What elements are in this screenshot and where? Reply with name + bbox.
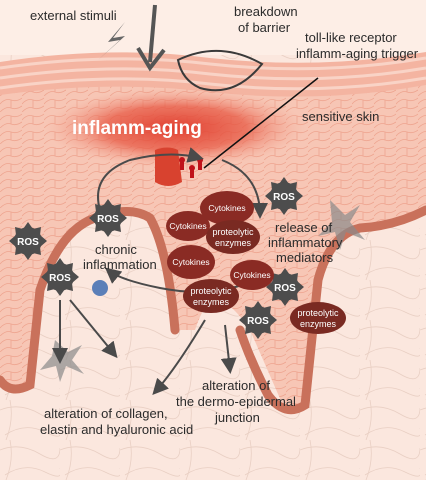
fibroblast-right — [318, 200, 365, 250]
barrier-breakdown-outline — [176, 50, 264, 92]
cycle-arrow-right — [221, 159, 268, 219]
proteolytic-line2: enzymes — [300, 319, 337, 329]
label-sensitive-skin: sensitive skin — [302, 109, 379, 124]
cytokines-label: Cytokines — [233, 270, 270, 280]
proteolytic-line2: enzymes — [193, 297, 230, 307]
proteolytic-line2: enzymes — [215, 238, 252, 248]
cycle-arrow-top — [97, 147, 204, 211]
label-breakdown-1: breakdown — [234, 4, 298, 19]
cytokines-4: Cytokines — [230, 260, 274, 290]
inflamm-aging-zone — [45, 88, 305, 168]
ros-label: ROS — [97, 214, 119, 225]
label-tlr-1: toll-like receptor — [305, 30, 397, 45]
cytokines-2: Cytokines — [166, 211, 210, 241]
ros-label: ROS — [17, 237, 39, 248]
cytokines-1: Cytokines — [200, 191, 254, 225]
ros-molecule-5: ROS — [266, 268, 304, 306]
cytokines-3: Cytokines — [167, 245, 215, 279]
ros-molecule-4: ROS — [265, 177, 303, 215]
label-chronic-1: chronic — [95, 242, 137, 257]
ros-label: ROS — [49, 273, 71, 284]
label-dej-2: the dermo-epidermal — [176, 394, 296, 409]
external-stimuli-arrow — [148, 4, 157, 63]
cytokines-label: Cytokines — [169, 221, 206, 231]
ros-label: ROS — [247, 316, 269, 327]
epidermis — [0, 85, 426, 414]
label-chronic-2: inflammation — [83, 257, 157, 272]
label-collagen-1: alteration of collagen, — [44, 406, 168, 421]
label-release-2: inflammatory — [268, 235, 343, 250]
lightning-icon — [98, 22, 125, 60]
label-tlr-2: inflamm-aging trigger — [296, 46, 419, 61]
ros-label: ROS — [273, 192, 295, 203]
label-inflamm-aging: inflamm-aging — [72, 118, 202, 139]
immune-cell — [155, 147, 182, 186]
basement-membrane-right — [235, 205, 426, 415]
blue-immune-cell — [92, 280, 108, 296]
ros-label: ROS — [274, 283, 296, 294]
label-dej-3: junction — [214, 410, 260, 425]
tlr-pointer — [203, 77, 319, 169]
proteolytic-line1: proteolytic — [190, 286, 232, 296]
proteolytic-enzymes-1: proteolytic enzymes — [206, 220, 260, 254]
label-external-stimuli: external stimuli — [30, 8, 117, 23]
label-breakdown-2: of barrier — [238, 20, 291, 35]
proteolytic-line1: proteolytic — [212, 227, 254, 237]
arrow-ros-diag — [69, 299, 118, 359]
proteolytic-enzymes-3: proteolytic enzymes — [290, 302, 346, 334]
ros-molecule-3: ROS — [41, 258, 79, 296]
label-collagen-2: elastin and hyaluronic acid — [40, 422, 193, 437]
proteolytic-enzymes-2: proteolytic enzymes — [183, 279, 239, 313]
arrow-to-collagen — [152, 319, 206, 395]
ros-molecule-6: ROS — [239, 301, 277, 339]
arrow-to-dej — [220, 324, 237, 374]
cytokines-label: Cytokines — [208, 203, 245, 213]
label-dej-1: alteration of — [202, 378, 270, 393]
label-release-1: release of — [275, 220, 332, 235]
ros-molecule-1: ROS — [89, 199, 127, 237]
external-stimuli-arrowhead — [136, 46, 166, 72]
surface-background — [0, 0, 426, 55]
ros-molecule-2: ROS — [9, 222, 47, 260]
proteolytic-line1: proteolytic — [297, 308, 339, 318]
cytokines-label: Cytokines — [172, 257, 209, 267]
label-release-3: mediators — [276, 250, 334, 265]
